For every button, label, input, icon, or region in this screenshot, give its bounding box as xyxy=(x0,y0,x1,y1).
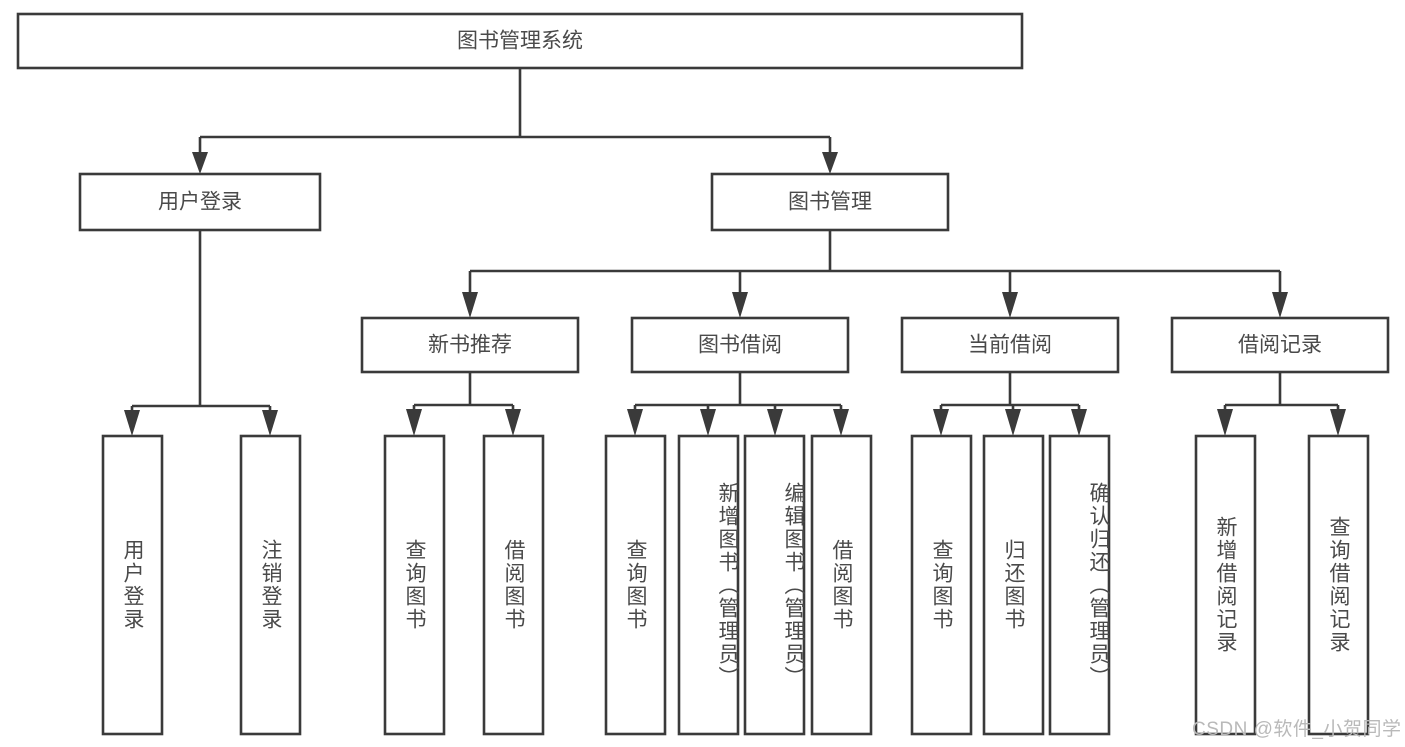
connector-group-new-book-recommend xyxy=(406,372,521,436)
arrow-head-book-borrow xyxy=(732,292,748,318)
arrow-head-leaf-query-book-recommend xyxy=(406,409,422,436)
node-label-new-book-recommend: 新书推荐 xyxy=(428,334,512,357)
connector-group-book-borrow xyxy=(627,372,849,436)
node-box-book-manage[interactable] xyxy=(710,172,950,232)
node-box-leaf-query-book-current[interactable] xyxy=(910,434,973,736)
node-label-book-borrow: 图书借阅 xyxy=(698,334,782,357)
node-box-leaf-user-login[interactable] xyxy=(101,434,164,736)
node-box-borrow-record[interactable] xyxy=(1170,316,1390,374)
node-label-borrow-record: 借阅记录 xyxy=(1238,334,1322,357)
arrow-head-leaf-borrow-book xyxy=(833,409,849,436)
arrow-head-leaf-return-book xyxy=(1005,409,1021,436)
arrow-head-leaf-query-book-current xyxy=(933,409,949,436)
connector-group-borrow-record xyxy=(1217,372,1346,436)
arrow-head-current-borrow xyxy=(1002,292,1018,318)
arrow-head-borrow-record xyxy=(1272,292,1288,318)
arrow-head-leaf-edit-book xyxy=(767,409,783,436)
node-box-leaf-borrow-book-recommend[interactable] xyxy=(482,434,545,736)
node-box-book-borrow[interactable] xyxy=(630,316,850,374)
node-label-user-login: 用户登录 xyxy=(158,191,242,214)
arrow-head-leaf-query-borrow-record xyxy=(1330,409,1346,436)
csdn-watermark: CSDN @软件_小贺同学 xyxy=(1192,719,1402,740)
node-box-user-login[interactable] xyxy=(78,172,322,232)
arrow-head-leaf-query-book-borrow xyxy=(627,409,643,436)
arrow-head-leaf-confirm-return xyxy=(1071,409,1087,436)
arrow-head-user-login xyxy=(192,152,208,174)
arrow-head-leaf-logout xyxy=(262,410,278,436)
node-label-root: 图书管理系统 xyxy=(457,30,583,53)
connector-group-current-borrow xyxy=(933,372,1087,436)
arrow-head-leaf-add-borrow-record xyxy=(1217,409,1233,436)
node-box-leaf-query-book-borrow[interactable] xyxy=(604,434,667,736)
node-box-leaf-add-book[interactable] xyxy=(677,434,740,736)
node-box-leaf-confirm-return[interactable] xyxy=(1048,434,1111,736)
arrow-head-book-manage xyxy=(822,152,838,174)
node-box-new-book-recommend[interactable] xyxy=(360,316,580,374)
arrow-head-leaf-borrow-book-recommend xyxy=(505,409,521,436)
node-box-leaf-query-borrow-record[interactable] xyxy=(1307,434,1370,736)
connector-group-root xyxy=(192,68,838,174)
node-box-leaf-edit-book[interactable] xyxy=(743,434,806,736)
arrow-head-new-book-recommend xyxy=(462,292,478,318)
node-box-leaf-borrow-book[interactable] xyxy=(810,434,873,736)
arrow-head-leaf-user-login xyxy=(124,410,140,436)
connector-group-user-login xyxy=(124,230,278,436)
node-box-leaf-return-book[interactable] xyxy=(982,434,1045,736)
connector-group-book-manage xyxy=(462,230,1288,318)
node-box-current-borrow[interactable] xyxy=(900,316,1120,374)
node-label-book-manage: 图书管理 xyxy=(788,191,872,214)
arrow-head-leaf-add-book xyxy=(700,409,716,436)
node-box-leaf-query-book-recommend[interactable] xyxy=(383,434,446,736)
node-box-root[interactable] xyxy=(16,12,1024,70)
node-box-leaf-add-borrow-record[interactable] xyxy=(1194,434,1257,736)
node-box-leaf-logout[interactable] xyxy=(239,434,302,736)
node-label-current-borrow: 当前借阅 xyxy=(968,334,1052,357)
